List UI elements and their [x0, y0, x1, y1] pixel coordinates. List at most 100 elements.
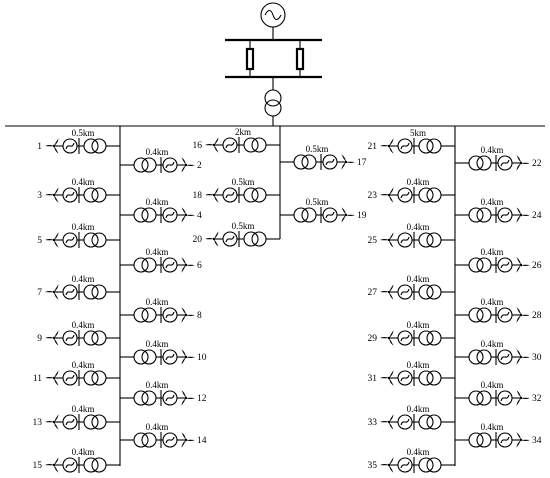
unit-transformer-icon [243, 187, 267, 203]
converter-icon [397, 138, 413, 154]
converter-icon [397, 187, 413, 203]
turbine-unit-17: 170.5km [280, 144, 367, 170]
converter-icon [162, 349, 178, 365]
distance-label: 0.4km [481, 197, 504, 207]
unit-transformer-icon [133, 349, 157, 365]
turbine-unit-8: 80.4km [120, 297, 202, 323]
turbine-number: 21 [368, 142, 378, 152]
wind-turbine-icon [45, 330, 59, 346]
converter-icon [397, 370, 413, 386]
converter-icon [497, 155, 513, 171]
breaker-right-icon [295, 47, 305, 71]
converter-icon [222, 187, 238, 203]
main-transformer-upper-winding-icon [264, 89, 282, 107]
main-transformer-lower-winding-icon [264, 99, 282, 117]
converter-icon [62, 330, 78, 346]
distance-label: 0.4km [146, 422, 169, 432]
wind-turbine-icon [45, 414, 59, 430]
turbine-unit-35: 350.4km [368, 447, 455, 473]
unit-transformer-icon [468, 207, 492, 223]
distance-label: 0.4km [146, 380, 169, 390]
converter-icon [162, 390, 178, 406]
wind-turbine-icon [45, 187, 59, 203]
distance-label: 0.4km [407, 177, 430, 187]
converter-icon [497, 307, 513, 323]
distance-label: 0.4km [72, 274, 95, 284]
unit-transformer-icon [133, 432, 157, 448]
turbine-unit-27: 27 0.4km [368, 274, 455, 300]
turbine-unit-23: 23 0.4km [368, 177, 455, 203]
turbine-unit-32: 320.4km [455, 380, 542, 406]
converter-icon [62, 138, 78, 154]
turbine-number: 1 [37, 142, 42, 152]
turbine-number: 34 [532, 436, 542, 446]
distance-label: 0.4km [72, 404, 95, 414]
turbine-number: 5 [37, 236, 42, 246]
wind-turbine-icon [516, 432, 530, 448]
wind-turbine-icon [181, 349, 195, 365]
unit-transformer-icon [83, 138, 107, 154]
turbine-number: 12 [197, 394, 207, 404]
unit-transformer-icon [468, 432, 492, 448]
turbine-unit-34: 340.4km [455, 422, 542, 448]
turbine-number: 29 [368, 334, 378, 344]
wind-turbine-icon [516, 307, 530, 323]
wind-turbine-icon [380, 138, 394, 154]
distance-label: 0.4km [407, 404, 430, 414]
converter-icon [497, 390, 513, 406]
converter-icon [62, 232, 78, 248]
wind-turbine-icon [516, 207, 530, 223]
unit-transformer-icon [418, 370, 442, 386]
distance-label: 0.4km [407, 222, 430, 232]
turbine-unit-10: 100.4km [120, 339, 207, 365]
converter-icon [397, 330, 413, 346]
converter-icon [497, 257, 513, 273]
breaker-left-icon [245, 47, 255, 71]
unit-transformer-icon [83, 284, 107, 300]
converter-icon [397, 457, 413, 473]
converter-icon [162, 307, 178, 323]
wind-turbine-icon [181, 432, 195, 448]
wind-turbine-icon [205, 187, 219, 203]
turbine-number: 4 [197, 211, 202, 221]
wind-turbine-icon [380, 414, 394, 430]
converter-icon [397, 232, 413, 248]
turbine-number: 8 [197, 311, 202, 321]
wind-turbine-icon [45, 232, 59, 248]
unit-transformer-icon [468, 390, 492, 406]
turbine-number: 32 [532, 394, 542, 404]
wind-turbine-icon [45, 457, 59, 473]
converter-icon [162, 157, 178, 173]
turbine-unit-15: 150.4km [33, 447, 120, 473]
unit-transformer-icon [468, 257, 492, 273]
unit-transformer-icon [83, 232, 107, 248]
turbine-unit-2: 20.4km [120, 147, 202, 173]
turbine-number: 13 [33, 418, 43, 428]
turbine-number: 18 [193, 191, 203, 201]
distance-label: 0.4km [407, 274, 430, 284]
wind-turbine-icon [341, 207, 355, 223]
unit-transformer-icon [133, 307, 157, 323]
wind-turbine-icon [205, 137, 219, 153]
distance-label: 0.5km [232, 177, 255, 187]
turbine-unit-24: 240.4km [455, 197, 542, 223]
unit-transformer-icon [133, 390, 157, 406]
turbine-number: 27 [368, 288, 378, 298]
turbine-number: 23 [368, 191, 378, 201]
turbine-unit-29: 290.4km [368, 320, 455, 346]
converter-icon [62, 284, 78, 300]
converter-icon [497, 349, 513, 365]
wind-turbine-icon [181, 157, 195, 173]
turbine-unit-25: 250.4km [368, 222, 455, 248]
distance-label: 0.4km [146, 247, 169, 257]
distance-label: 5km [410, 128, 426, 138]
distance-label: 0.5km [306, 144, 329, 154]
converter-icon [162, 257, 178, 273]
ac-wave-symbol [264, 9, 282, 21]
wind-turbine-icon [341, 154, 355, 170]
turbine-unit-28: 280.4km [455, 297, 542, 323]
distance-label: 0.4km [72, 177, 95, 187]
turbine-unit-9: 90.4km [37, 320, 120, 346]
